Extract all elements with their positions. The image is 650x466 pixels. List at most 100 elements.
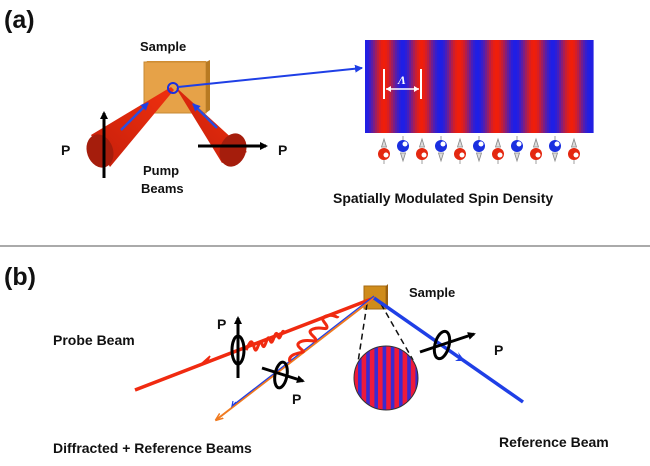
grating-slice [571, 40, 574, 133]
grating-slice [399, 40, 402, 133]
probe-direction-arrow [200, 355, 211, 365]
grating-slice [421, 40, 424, 133]
grating-slice [591, 40, 594, 133]
grating-slice [511, 40, 514, 133]
grating-stripe [415, 346, 418, 410]
pump-direction-arrow-left [120, 102, 149, 131]
grating-slice [415, 40, 418, 133]
grating-slice [565, 40, 568, 133]
period-marker: Λ [383, 69, 422, 99]
spin-density-caption: Spatially Modulated Spin Density [333, 190, 553, 206]
grating-slice [525, 40, 528, 133]
grating-slice [551, 40, 554, 133]
grating-slice [395, 40, 398, 133]
spin-down [435, 136, 447, 163]
polarization-label-reference: P [494, 342, 503, 358]
pump-beam-right [176, 88, 247, 167]
grating-slice [531, 40, 534, 133]
grating-slice [547, 40, 550, 133]
grating-slice [367, 40, 370, 133]
grating-slice [369, 40, 372, 133]
grating-slice [447, 40, 450, 133]
spin-down [397, 136, 409, 163]
grating-slice [425, 40, 428, 133]
grating-slice [481, 40, 484, 133]
grating-slice [581, 40, 584, 133]
grating-slice [407, 40, 410, 133]
grating-slice [371, 40, 374, 133]
spin-row [378, 136, 580, 164]
panel-a-label: (a) [4, 6, 35, 34]
grating-slice [473, 40, 476, 133]
grating-magnified [353, 345, 419, 411]
grating-slice [569, 40, 572, 133]
grating-slice [523, 40, 526, 133]
sample-label-b: Sample [409, 285, 455, 300]
polarization-label-diffracted: P [292, 391, 301, 407]
probe-wave-packet [244, 329, 286, 352]
grating-slice [403, 40, 406, 133]
grating-slice [401, 40, 404, 133]
grating-slice [433, 40, 436, 133]
spin-up [568, 137, 580, 164]
excitation-spot [167, 82, 179, 94]
grating-slice [485, 40, 488, 133]
grating-slice [453, 40, 456, 133]
grating-slice [535, 40, 538, 133]
panel-a: (a) Sample P P Pump Beams [4, 6, 594, 206]
grating-slice [585, 40, 588, 133]
grating-slice [451, 40, 454, 133]
period-symbol: Λ [397, 73, 406, 87]
grating-slice [377, 40, 380, 133]
pump-beam-left [86, 87, 174, 168]
grating-slice [397, 40, 400, 133]
grating-slice [417, 40, 420, 133]
grating-slice [409, 40, 412, 133]
grating-slice [589, 40, 592, 133]
grating-slice [519, 40, 522, 133]
grating-slice [549, 40, 552, 133]
grating-slice [429, 40, 432, 133]
grating-slice [385, 40, 388, 133]
grating-stripe [366, 346, 370, 410]
pump-label-line1: Pump [143, 163, 179, 178]
grating-slice [575, 40, 578, 133]
spin-down [473, 136, 485, 163]
polarization-reference: P [419, 329, 503, 361]
grating-stripe [390, 346, 395, 410]
grating-slice [475, 40, 478, 133]
grating-slice [563, 40, 566, 133]
grating-slice [477, 40, 480, 133]
polarization-label-left: P [61, 142, 70, 158]
grating-slice [423, 40, 426, 133]
grating-slice [537, 40, 540, 133]
grating-slice [579, 40, 582, 133]
grating-slice [455, 40, 458, 133]
grating-slice [553, 40, 556, 133]
grating-slice [463, 40, 466, 133]
grating-slice [521, 40, 524, 133]
grating-slice [517, 40, 520, 133]
grating-slice [513, 40, 516, 133]
grating-slice [543, 40, 546, 133]
grating-slice [573, 40, 576, 133]
grating-slice [539, 40, 542, 133]
grating-slice [441, 40, 444, 133]
grating-slice [529, 40, 532, 133]
grating-slice [439, 40, 442, 133]
grating-slice [465, 40, 468, 133]
grating-slice [505, 40, 508, 133]
spin-up [492, 137, 504, 164]
grating-slice [497, 40, 500, 133]
grating-stripe [382, 346, 387, 410]
grating-slice [427, 40, 430, 133]
sample-label: Sample [140, 39, 186, 54]
grating-slice [489, 40, 492, 133]
polarization-probe: P [217, 316, 246, 378]
grating-slice [527, 40, 530, 133]
grating-slice [411, 40, 414, 133]
spin-down [511, 136, 523, 163]
grating-slice [495, 40, 498, 133]
polarization-diffracted: P [261, 360, 305, 407]
